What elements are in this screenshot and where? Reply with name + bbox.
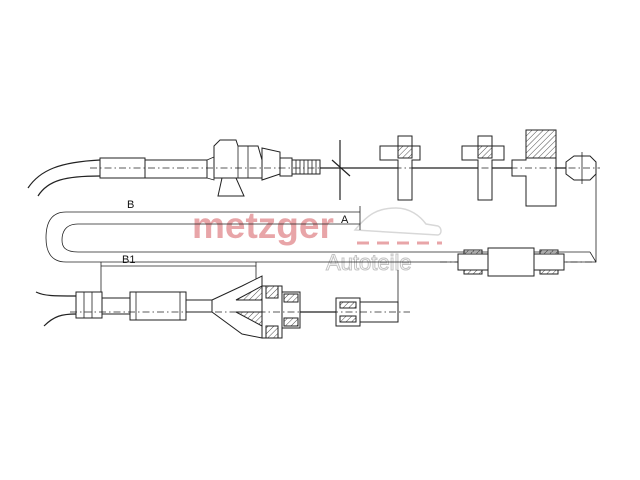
detail-right-hatch <box>539 249 559 275</box>
lower-nut-lines <box>83 292 93 318</box>
lower-neck <box>185 299 213 313</box>
logo-brand-text: metzger <box>192 205 334 246</box>
upper-thread-marks <box>295 160 317 174</box>
detail-center-body <box>487 247 535 277</box>
dimension-b1: B1 <box>100 254 257 296</box>
lower-body <box>129 291 187 321</box>
dimension-b1-label: B1 <box>122 254 135 266</box>
dimension-b-corner <box>589 251 597 263</box>
upper-grommet-foot <box>217 177 245 197</box>
detail-left-hatch <box>463 249 483 275</box>
lower-sleeve <box>101 297 131 315</box>
upper-grommet-lines <box>237 146 249 178</box>
upper-mount-hatch-2 <box>477 145 493 159</box>
detail-right-part <box>533 253 565 271</box>
upper-ferrule <box>279 157 293 177</box>
lower-sheath-bottom <box>43 313 77 327</box>
detail-left-part <box>457 253 489 271</box>
upper-sleeve-2 <box>144 159 208 179</box>
upper-end-hatch <box>525 129 557 159</box>
upper-sheath-top <box>27 159 101 189</box>
dimension-a-label: A <box>341 214 349 226</box>
logo-subtitle-text: Autoteile <box>326 250 412 275</box>
upper-threaded-end <box>291 159 321 175</box>
lower-body-lines <box>135 292 181 320</box>
upper-cable-assembly <box>27 129 600 207</box>
upper-grommet-taper <box>261 147 281 181</box>
upper-sheath-bottom <box>37 175 101 197</box>
upper-mount-hatch-1 <box>397 145 413 159</box>
lower-cable-assembly <box>35 270 410 339</box>
dimension-b-label: B <box>127 199 134 211</box>
dimension-b-outer <box>45 168 597 263</box>
lower-end-hatch <box>339 301 357 323</box>
lower-collar-hatch <box>265 285 279 339</box>
metzger-logo: metzger Autoteile <box>192 205 442 276</box>
detail-view <box>440 247 596 277</box>
upper-flange-left <box>206 156 215 181</box>
lower-cone <box>211 275 263 339</box>
lower-sheath-top <box>35 291 77 297</box>
upper-clip <box>331 140 351 200</box>
lower-nut <box>75 291 103 319</box>
dimension-b: B A <box>45 168 597 263</box>
car-silhouette-icon <box>353 207 442 236</box>
dimension-b-inner <box>61 223 590 253</box>
lower-ring-hatch <box>283 293 299 327</box>
